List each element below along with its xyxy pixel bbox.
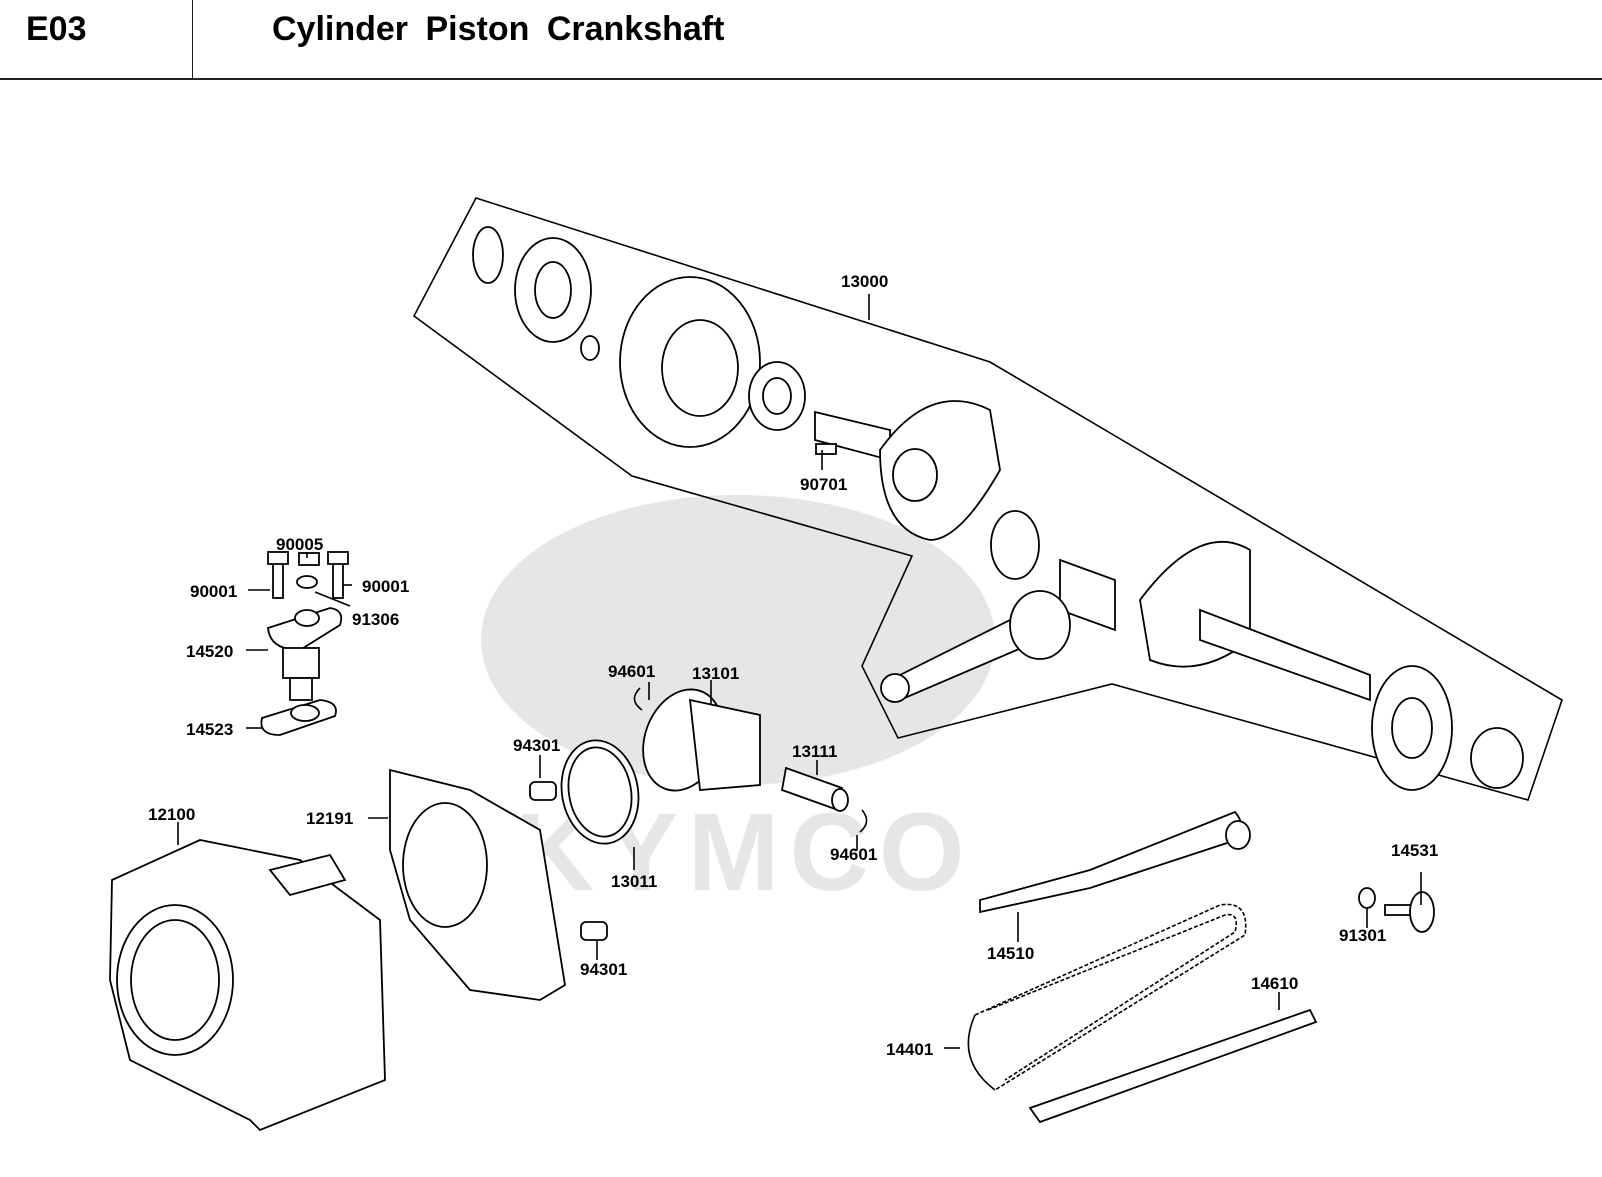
header-divider bbox=[192, 0, 193, 78]
crankshaft-assembly-outline bbox=[412, 197, 1563, 801]
label-90001-left: 90001 bbox=[190, 582, 237, 601]
woodruff-key-shape bbox=[815, 443, 837, 455]
label-90701: 90701 bbox=[800, 475, 847, 494]
crank-pin bbox=[1059, 558, 1116, 632]
label-94301-lower: 94301 bbox=[580, 960, 627, 979]
label-13101: 13101 bbox=[692, 664, 739, 683]
page-header: E03 Cylinder Piston Crankshaft bbox=[0, 0, 1602, 80]
timing-sprocket-right bbox=[1470, 727, 1524, 789]
crank-shaft-right bbox=[1199, 608, 1371, 702]
label-94601-upper: 94601 bbox=[608, 662, 655, 681]
label-91306: 91306 bbox=[352, 610, 399, 629]
label-14401: 14401 bbox=[886, 1040, 933, 1059]
crank-bearing bbox=[990, 510, 1040, 580]
label-14510: 14510 bbox=[987, 944, 1034, 963]
label-14523: 14523 bbox=[186, 720, 233, 739]
cam-chain-parts bbox=[967, 810, 1318, 1124]
exploded-parts-diagram: KYMCO bbox=[109, 197, 1563, 1132]
crank-web-left bbox=[879, 400, 1001, 541]
cylinder-parts bbox=[109, 768, 566, 1132]
tensioner-pivot-parts bbox=[1358, 887, 1435, 933]
part-labels: 13000 90701 90005 90001 90001 91306 1452… bbox=[148, 272, 1438, 1059]
crankshaft-parts bbox=[472, 226, 1524, 791]
section-code: E03 bbox=[26, 10, 87, 48]
label-90001-right: 90001 bbox=[362, 577, 409, 596]
shim-left bbox=[580, 335, 600, 361]
piston-parts bbox=[529, 687, 868, 941]
label-13000: 13000 bbox=[841, 272, 888, 291]
tensioner-lifter-parts bbox=[260, 551, 349, 736]
label-13111: 13111 bbox=[792, 742, 837, 761]
label-14531: 14531 bbox=[1391, 841, 1438, 860]
label-94601-lower: 94601 bbox=[830, 845, 877, 864]
label-91301: 91301 bbox=[1339, 926, 1386, 945]
label-12100: 12100 bbox=[148, 805, 195, 824]
label-14520: 14520 bbox=[186, 642, 233, 661]
leader-lines bbox=[177, 294, 1422, 1049]
timing-sprocket-left bbox=[472, 226, 504, 284]
page-title: Cylinder Piston Crankshaft bbox=[272, 10, 725, 48]
label-12191: 12191 bbox=[306, 809, 353, 828]
label-14610: 14610 bbox=[1251, 974, 1298, 993]
label-94301-upper: 94301 bbox=[513, 736, 560, 755]
label-90005: 90005 bbox=[276, 535, 323, 554]
label-13011: 13011 bbox=[611, 872, 657, 891]
